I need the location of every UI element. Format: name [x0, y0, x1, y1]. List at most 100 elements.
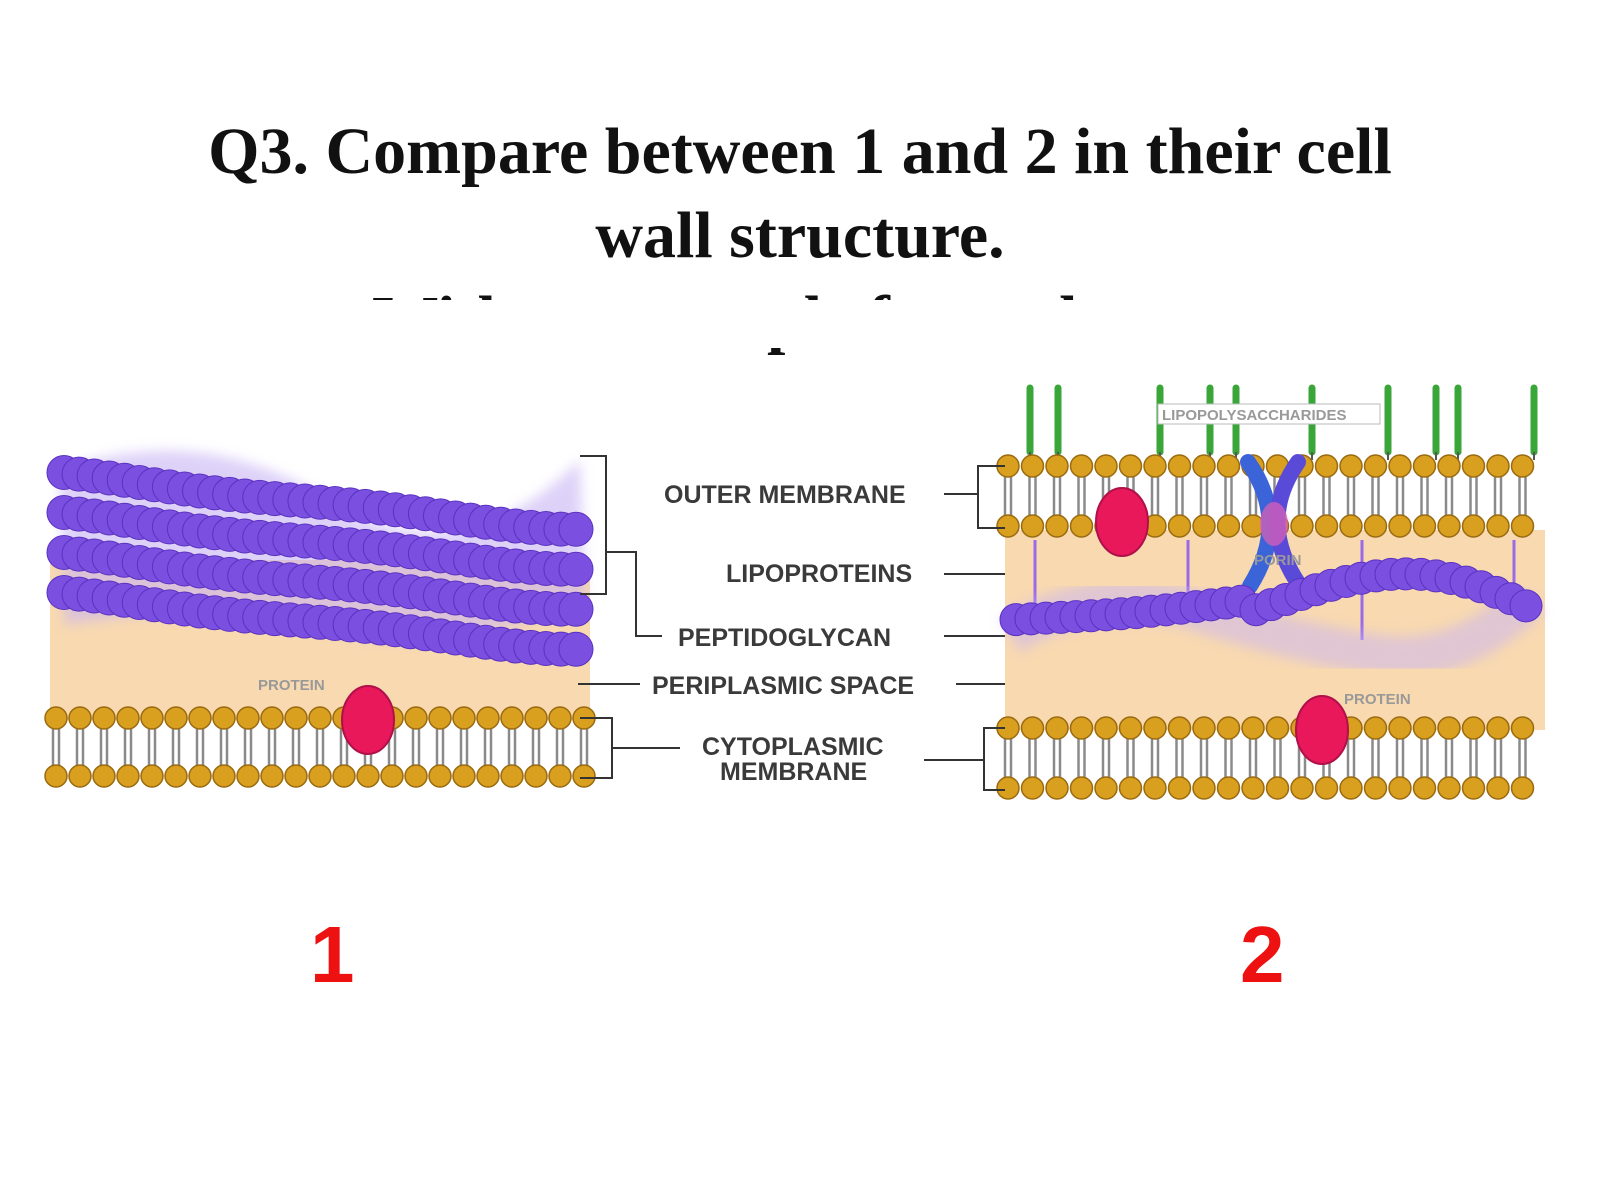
- cyto-lipid-head: [1118, 716, 1143, 740]
- cyto-lipid-head: [1020, 776, 1045, 800]
- outer-lipid-head: [1167, 514, 1192, 538]
- lipid-head: [164, 706, 188, 730]
- cyto-lipid-head: [1388, 776, 1412, 800]
- lipid-head: [284, 764, 308, 788]
- cyto-lipid-head: [1069, 776, 1094, 800]
- cyto-lipid-head: [1192, 776, 1216, 800]
- cyto-lipid-head: [1412, 716, 1437, 740]
- cyto-lipid-head: [1265, 716, 1290, 740]
- cyto-lipid-head: [1045, 776, 1069, 800]
- outer-lipid-head: [1045, 454, 1069, 478]
- lipid-head: [44, 764, 68, 788]
- outer-lipid-head: [1192, 454, 1216, 478]
- lipid-head: [308, 706, 332, 730]
- lipid-head: [236, 764, 260, 788]
- cyto-lipid-head: [1069, 716, 1094, 740]
- cyto-lipid-head: [1216, 716, 1241, 740]
- connector-lines: [578, 493, 1035, 761]
- outer-lipid-head: [1486, 454, 1510, 478]
- lipid-head: [68, 764, 92, 788]
- left-protein: [341, 685, 395, 755]
- lipid-head: [308, 764, 332, 788]
- outer-lipid-head: [1045, 514, 1069, 538]
- cyto-lipid-head: [1241, 716, 1265, 740]
- lipid-head: [404, 706, 428, 730]
- outer-lipid-head: [1412, 454, 1437, 478]
- peptidoglycan-bead: [558, 591, 594, 627]
- outer-lipid-head: [1020, 454, 1045, 478]
- outer-lipid-head: [1314, 454, 1339, 478]
- outer-lipid-head: [996, 514, 1020, 538]
- cyto-lipid-head: [1363, 716, 1388, 740]
- lipid-head: [140, 706, 164, 730]
- left-cytoplasmic-membrane: [44, 706, 596, 788]
- gram-negative-wall: LIPOPOLYSACCHARIDES PORIN PROTEIN: [977, 384, 1545, 800]
- right-bracket-cyto: [983, 727, 1005, 791]
- left-bracket-peptidoglycan: [580, 455, 607, 595]
- label-outer-membrane: OUTER MEMBRANE: [664, 481, 906, 509]
- cyto-lipid-head: [1167, 716, 1192, 740]
- lipid-head: [92, 706, 116, 730]
- cyto-lipid-head: [1339, 776, 1363, 800]
- outer-lipid-head: [1339, 454, 1363, 478]
- lps-label-box: [1157, 403, 1381, 425]
- lipid-head: [572, 764, 596, 788]
- lipid-head: [524, 706, 548, 730]
- cyto-lipid-head: [1437, 716, 1461, 740]
- outer-lipid-head: [1069, 454, 1094, 478]
- lipid-head: [548, 706, 572, 730]
- question-line-1: Q3. Compare between 1 and 2 in their cel…: [208, 115, 1392, 188]
- porin-core: [1260, 502, 1288, 546]
- lipid-head: [236, 706, 260, 730]
- label-cytoplasmic-2: MEMBRANE: [720, 758, 867, 786]
- cyto-lipid-head: [996, 776, 1020, 800]
- gram-positive-wall: PROTEIN: [44, 450, 613, 788]
- label-peptidoglycan: PEPTIDOGLYCAN: [678, 624, 891, 652]
- cyto-lipid-head: [1363, 776, 1388, 800]
- lipid-head: [476, 764, 500, 788]
- outer-lipid-head: [1216, 514, 1241, 538]
- cyto-lipid-head: [1192, 716, 1216, 740]
- cyto-lipid-head: [1461, 716, 1486, 740]
- number-1: 1: [310, 910, 355, 999]
- peptidoglycan-bead: [1509, 589, 1543, 623]
- cyto-lipid-head: [1486, 776, 1510, 800]
- cyto-lipid-head: [1290, 776, 1314, 800]
- lipid-head: [188, 706, 212, 730]
- lipid-head: [380, 764, 404, 788]
- cyto-lipid-head: [1143, 776, 1167, 800]
- label-periplasmic-space: PERIPLASMIC SPACE: [652, 672, 914, 700]
- cyto-lipid-head: [1461, 776, 1486, 800]
- cyto-lipid-head: [1045, 716, 1069, 740]
- outer-lipid-head: [1363, 454, 1388, 478]
- outer-lipid-head: [1216, 454, 1241, 478]
- cyto-lipid-head: [1094, 716, 1118, 740]
- outer-lipid-head: [1069, 514, 1094, 538]
- lipid-head: [428, 706, 452, 730]
- line-peptidoglycan-left: [606, 551, 662, 637]
- peptidoglycan-bead: [558, 551, 594, 587]
- cyto-lipid-head: [1486, 716, 1510, 740]
- porin-label: PORIN: [1254, 552, 1302, 569]
- lipid-head: [284, 706, 308, 730]
- question-line-2: wall structure.: [595, 199, 1005, 272]
- cyto-lipid-head: [1437, 776, 1461, 800]
- porin: [1240, 454, 1308, 594]
- lipid-head: [260, 706, 284, 730]
- lipid-head: [188, 764, 212, 788]
- lipid-head: [452, 706, 476, 730]
- cyto-lipid-head: [1412, 776, 1437, 800]
- outer-membrane-protein: [1095, 487, 1149, 557]
- cyto-lipid-head: [1388, 716, 1412, 740]
- lipid-head: [500, 706, 524, 730]
- outer-lipid-head: [1437, 454, 1461, 478]
- lipid-head: [476, 706, 500, 730]
- lipid-head: [68, 706, 92, 730]
- right-bracket-outer: [977, 465, 1005, 529]
- cyto-lipid-head: [1143, 716, 1167, 740]
- cyto-lipid-head: [1094, 776, 1118, 800]
- outer-lipid-head: [1167, 454, 1192, 478]
- lipid-head: [140, 764, 164, 788]
- cyto-lipid-head: [1510, 776, 1535, 800]
